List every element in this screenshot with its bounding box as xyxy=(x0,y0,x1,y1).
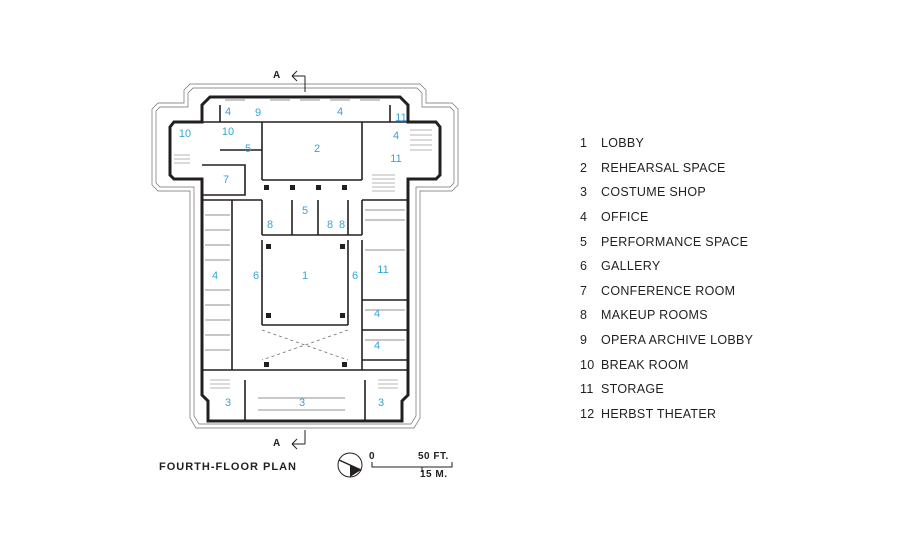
room-number-label: 2 xyxy=(314,143,320,155)
room-number-label: 7 xyxy=(223,174,229,186)
room-number-label: 8 xyxy=(267,219,273,231)
north-arrow-icon xyxy=(337,452,363,478)
legend-item: 10 BREAK ROOM xyxy=(580,352,840,377)
room-number-label: 4 xyxy=(212,270,218,282)
room-number-label: 11 xyxy=(390,153,401,165)
legend-item: 8 MAKEUP ROOMS xyxy=(580,303,840,328)
room-number-label: 3 xyxy=(225,397,231,409)
room-number-label: 4 xyxy=(393,130,399,142)
scale-feet: 50 FT. xyxy=(418,451,449,462)
legend-number: 9 xyxy=(580,333,588,348)
legend-label: BREAK ROOM xyxy=(601,357,689,372)
legend-label: MAKEUP ROOMS xyxy=(601,308,708,323)
scale-bar xyxy=(371,462,453,472)
legend-item: 9 OPERA ARCHIVE LOBBY xyxy=(580,328,840,353)
legend-item: 3 COSTUME SHOP xyxy=(580,180,840,205)
legend-label: OFFICE xyxy=(601,210,649,225)
legend-item: 7 CONFERENCE ROOM xyxy=(580,279,840,304)
room-number-label: 5 xyxy=(245,143,251,155)
legend-number: 7 xyxy=(580,283,588,298)
legend-label: CONFERENCE ROOM xyxy=(601,283,736,298)
legend-label: STORAGE xyxy=(601,382,664,397)
legend-number: 12 xyxy=(580,406,595,421)
legend-label: HERBST THEATER xyxy=(601,406,717,421)
legend-item: 2 REHEARSAL SPACE xyxy=(580,156,840,181)
interior-walls xyxy=(202,105,408,421)
legend-label: GALLERY xyxy=(601,259,661,274)
room-number-label: 8 xyxy=(327,219,333,231)
section-arrow-top xyxy=(291,70,305,82)
plan-caption: FOURTH-FLOOR PLAN xyxy=(159,461,297,473)
legend-item: 5 PERFORMANCE SPACE xyxy=(580,229,840,254)
legend-item: 12 HERBST THEATER xyxy=(580,402,840,427)
legend-item: 6 GALLERY xyxy=(580,254,840,279)
building-outline xyxy=(151,83,459,429)
scale-meters: 15 M. xyxy=(420,469,448,480)
legend-label: REHEARSAL SPACE xyxy=(601,160,726,175)
legend-item: 1 LOBBY xyxy=(580,131,840,156)
room-number-label: 11 xyxy=(395,112,406,124)
room-number-label: 8 xyxy=(339,219,345,231)
main-walls xyxy=(168,95,442,423)
legend-label: LOBBY xyxy=(601,136,645,151)
room-number-label: 10 xyxy=(222,126,234,138)
room-number-label: 4 xyxy=(374,340,380,352)
scale-zero: 0 xyxy=(369,451,376,462)
legend-item: 11 STORAGE xyxy=(580,377,840,402)
office-partitions xyxy=(205,99,405,411)
room-number-label: 5 xyxy=(302,205,308,217)
room-number-label: 4 xyxy=(337,106,343,118)
legend-number: 8 xyxy=(580,308,588,323)
legend-number: 5 xyxy=(580,234,588,249)
legend-label: COSTUME SHOP xyxy=(601,185,706,200)
room-number-label: 10 xyxy=(179,128,191,140)
room-number-label: 9 xyxy=(255,107,261,119)
legend-number: 4 xyxy=(580,210,588,225)
lobby-columns xyxy=(264,185,347,367)
section-label-top: A xyxy=(273,70,281,81)
legend-number: 3 xyxy=(580,185,588,200)
room-number-label: 4 xyxy=(374,308,380,320)
legend-label: OPERA ARCHIVE LOBBY xyxy=(601,333,754,348)
section-markers xyxy=(291,70,306,450)
room-number-label: 3 xyxy=(378,397,384,409)
legend-number: 10 xyxy=(580,357,595,372)
legend-number: 2 xyxy=(580,160,588,175)
legend-number: 1 xyxy=(580,136,588,151)
room-number-label: 3 xyxy=(299,397,305,409)
room-number-label: 6 xyxy=(253,270,259,282)
stairs xyxy=(174,129,432,389)
section-label-bottom: A xyxy=(273,438,281,449)
room-number-label: 6 xyxy=(352,270,358,282)
legend-number: 11 xyxy=(580,382,594,397)
room-number-label: 11 xyxy=(377,264,388,276)
room-number-label: 4 xyxy=(225,106,231,118)
section-arrow-bottom xyxy=(291,438,305,450)
room-number-label: 1 xyxy=(302,270,308,282)
legend-label: PERFORMANCE SPACE xyxy=(601,234,749,249)
legend-number: 6 xyxy=(580,259,588,274)
legend-item: 4 OFFICE xyxy=(580,205,840,230)
